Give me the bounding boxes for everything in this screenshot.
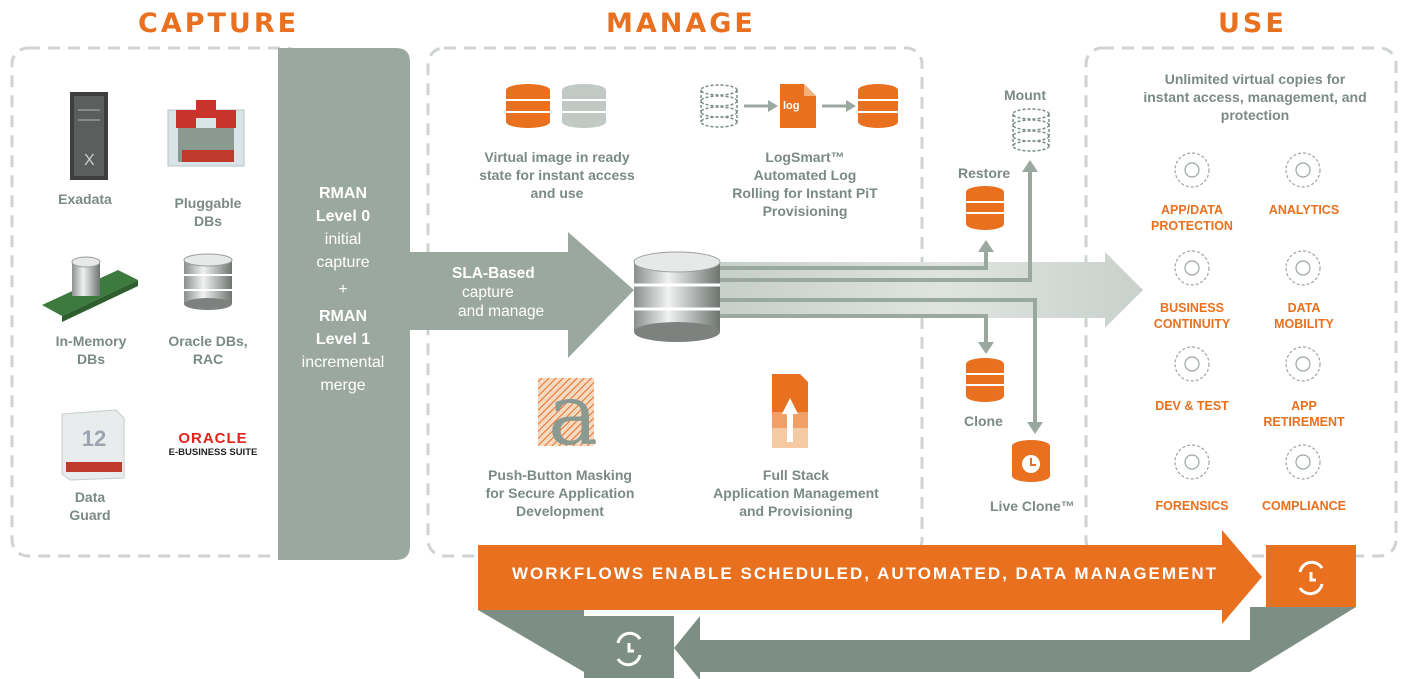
oracle-dbs-label: Oracle DBs, RAC	[168, 333, 248, 367]
svg-text:12: 12	[82, 426, 106, 451]
oracle-dbs-icon	[183, 253, 233, 310]
rman-text: RMAN Level 0 initial capture + RMAN Leve…	[301, 185, 385, 394]
dev-test-icon	[1174, 346, 1210, 382]
live-clone-label: Live Clone™	[990, 498, 1075, 514]
restore-db-icon	[966, 186, 1004, 230]
clone-db-icon	[966, 358, 1004, 402]
pluggable-dbs-icon	[167, 100, 245, 167]
refresh-icon-right	[1298, 560, 1324, 596]
logsmart-orange-db-icon	[858, 84, 898, 128]
analytics-label: ANALYTICS	[1268, 203, 1340, 217]
full-stack-icon	[772, 374, 808, 448]
svg-text:X: X	[84, 152, 95, 169]
live-clone-db-icon	[1012, 440, 1050, 482]
manage-header: MANAGE	[606, 8, 756, 39]
business-continuity-label: BUSINESS CONTINUITY	[1153, 301, 1231, 331]
restore-label: Restore	[958, 165, 1011, 181]
workflow-return-left	[478, 610, 584, 672]
in-memory-dbs-icon	[42, 256, 138, 322]
mount-db-icon	[1012, 108, 1050, 152]
sla-text: SLA-Based capture and manage	[452, 265, 545, 320]
log-document-icon	[780, 84, 816, 128]
in-memory-dbs-label: In-Memory DBs	[55, 333, 127, 367]
refresh-icon-left	[616, 631, 642, 667]
data-mobility-label: DATA MOBILITY	[1274, 301, 1334, 331]
workflow-return-right	[1250, 607, 1356, 672]
data-guard-label: Data Guard	[69, 489, 111, 523]
use-intro-text: Unlimited virtual copies for instant acc…	[1143, 71, 1367, 123]
masking-icon: a	[538, 366, 598, 464]
mount-label: Mount	[1004, 87, 1046, 103]
exadata-label: Exadata	[58, 191, 112, 207]
data-guard-box-icon: 12	[61, 409, 125, 481]
rman-column	[278, 48, 410, 560]
masking-label: Push-Button Masking for Secure Applicati…	[485, 467, 635, 519]
logsmart-dashed-db-icon	[700, 84, 738, 128]
virtual-image-label: Virtual image in ready state for instant…	[479, 149, 635, 201]
compliance-icon	[1285, 444, 1321, 480]
logsmart-label: LogSmart™ Automated Log Rolling for Inst…	[732, 149, 878, 219]
svg-text:a: a	[548, 366, 598, 464]
clone-label: Clone	[964, 413, 1003, 429]
data-mobility-icon	[1285, 250, 1321, 286]
use-flow-arrow	[700, 252, 1143, 328]
virtual-image-orange-db-icon	[506, 84, 550, 128]
exadata-icon: X	[70, 92, 108, 180]
business-continuity-icon	[1174, 250, 1210, 286]
app-retirement-icon	[1285, 346, 1321, 382]
use-header: USE	[1218, 8, 1287, 39]
analytics-icon	[1285, 152, 1321, 188]
app-retirement-label: APP RETIREMENT	[1263, 399, 1345, 429]
full-stack-label: Full Stack Application Management and Pr…	[713, 467, 879, 519]
app-data-protection-icon	[1174, 152, 1210, 188]
pluggable-dbs-label: Pluggable DBs	[174, 195, 242, 229]
log-doc-label: log	[783, 100, 800, 112]
capture-header: CAPTURE	[138, 8, 300, 39]
app-data-protection-label: APP/DATA PROTECTION	[1151, 203, 1233, 233]
compliance-label: COMPLIANCE	[1261, 499, 1347, 513]
oracle-ebs-logo: ORACLE E-BUSINESS SUITE	[168, 430, 258, 458]
sla-arrow	[410, 232, 634, 358]
workflow-banner-text: WORKFLOWS ENABLE SCHEDULED, AUTOMATED, D…	[511, 564, 1219, 583]
dev-test-label: DEV & TEST	[1155, 399, 1229, 413]
workflow-banner-bg	[478, 530, 1262, 624]
forensics-icon	[1174, 444, 1210, 480]
central-database-icon	[633, 251, 721, 342]
virtual-image-gray-db-icon	[562, 84, 606, 128]
workflow-return-arrow	[674, 616, 1250, 679]
forensics-label: FORENSICS	[1155, 499, 1229, 513]
